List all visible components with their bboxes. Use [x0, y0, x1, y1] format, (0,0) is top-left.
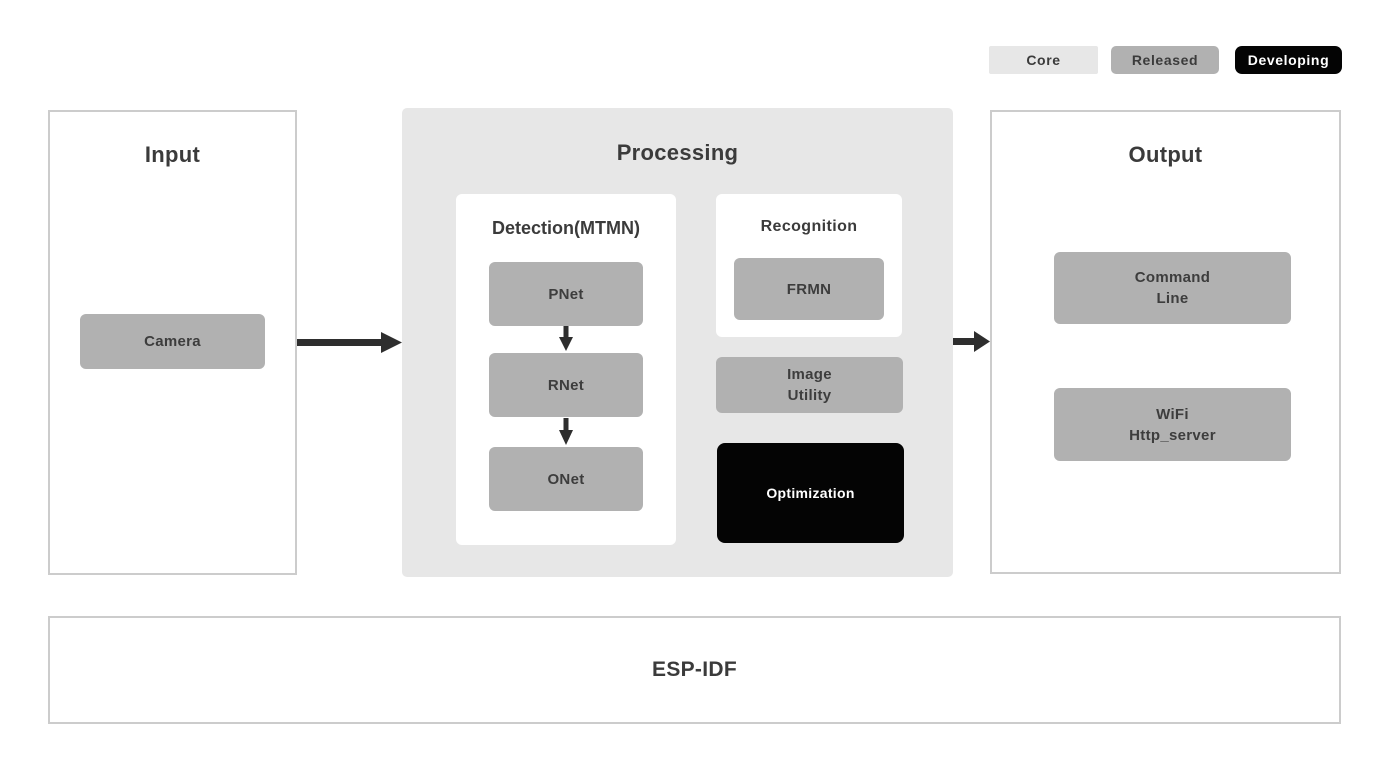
command-line-label-line2: Line: [1156, 290, 1189, 307]
wifi-label-line2: Http_server: [1129, 426, 1216, 444]
esp-idf-section: ESP-IDF: [48, 616, 1341, 724]
wifi-label-line1: WiFi: [1156, 405, 1189, 423]
input-title: Input: [144, 142, 201, 167]
detection-group: Detection(MTMN) PNet RNet ONet: [456, 194, 676, 545]
arrow-processing-to-output-icon: [953, 331, 990, 352]
command-line-node: Command Line: [1054, 252, 1291, 324]
legend-developing-chip: Developing: [1235, 46, 1342, 74]
input-section: Input Camera: [48, 110, 297, 575]
image-utility-label-line1: Image: [787, 366, 832, 383]
pnet-label: PNet: [548, 285, 584, 303]
recognition-title: Recognition: [760, 218, 858, 235]
pnet-node: PNet: [489, 262, 643, 326]
rnet-label: RNet: [547, 376, 585, 394]
camera-label: Camera: [144, 333, 201, 350]
optimization-label: Optimization: [766, 484, 855, 501]
onet-label: ONet: [547, 470, 585, 488]
output-title: Output: [1128, 142, 1203, 167]
wifi-http-server-node: WiFi Http_server: [1054, 388, 1291, 461]
detection-title: Detection(MTMN): [492, 218, 640, 238]
esp-idf-title: ESP-IDF: [652, 658, 737, 681]
image-utility-node: Image Utility: [716, 357, 903, 413]
recognition-group: Recognition FRMN: [716, 194, 902, 337]
rnet-node: RNet: [489, 353, 643, 417]
image-utility-label-line2: Utility: [787, 387, 832, 404]
command-line-label-line1: Command: [1134, 269, 1211, 286]
processing-title: Processing: [616, 140, 739, 165]
frmn-label: FRMN: [786, 280, 832, 298]
onet-node: ONet: [489, 447, 643, 511]
frmn-node: FRMN: [734, 258, 884, 320]
optimization-node: Optimization: [717, 443, 904, 543]
arrow-input-to-processing-icon: [297, 332, 402, 353]
legend-core-chip: Core: [989, 46, 1098, 74]
output-section: Output Command Line WiFi Http_server: [990, 110, 1341, 574]
legend-released-chip: Released: [1111, 46, 1219, 74]
processing-section: Processing Detection(MTMN) PNet RNet ONe…: [402, 108, 953, 577]
camera-node: Camera: [80, 314, 265, 369]
